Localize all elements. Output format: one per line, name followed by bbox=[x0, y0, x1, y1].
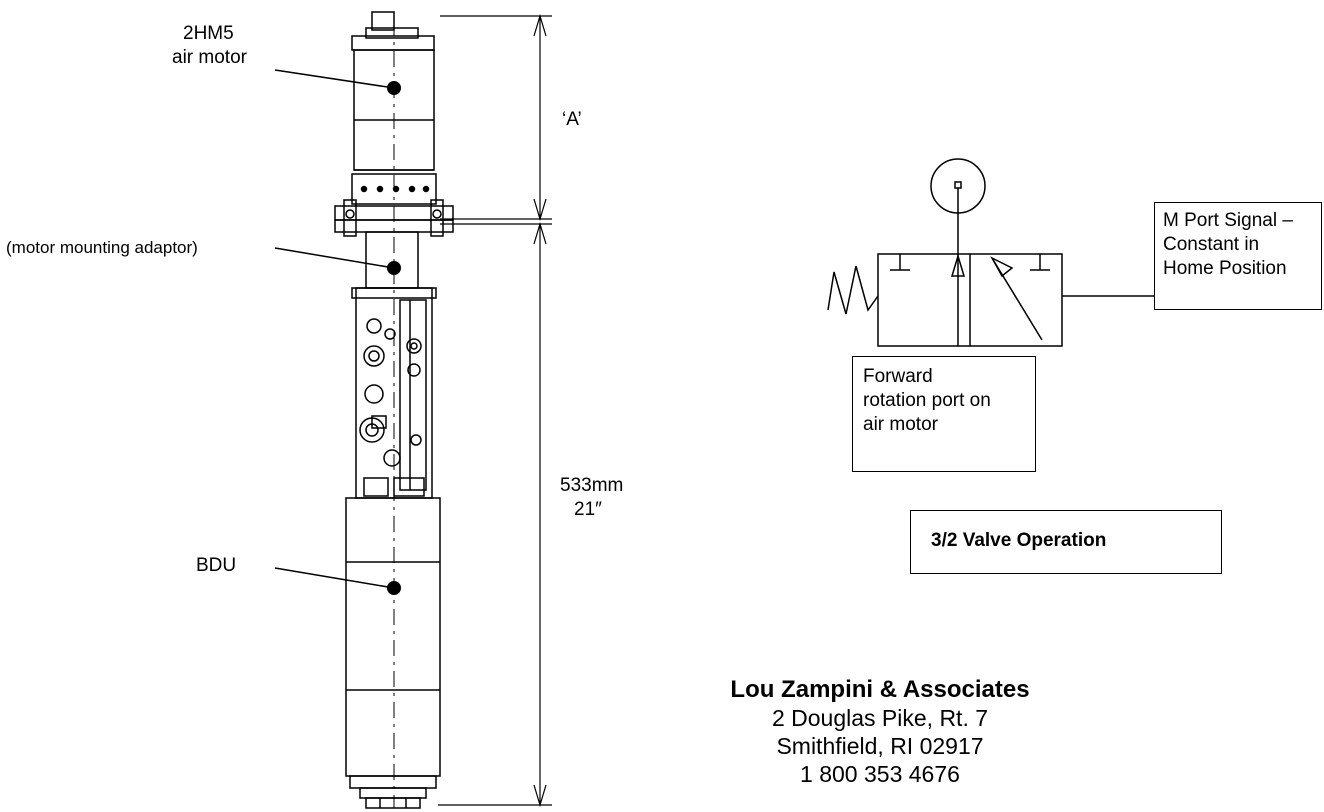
dimension-mm-label: 533mm bbox=[560, 475, 624, 496]
adaptor-label: (motor mounting adaptor) bbox=[6, 238, 198, 257]
m-port-signal-text: M Port Signal – Constant in Home Positio… bbox=[1163, 210, 1293, 279]
company-address-line2: Smithfield, RI 02917 bbox=[776, 733, 984, 759]
company-address-line1: 2 Douglas Pike, Rt. 7 bbox=[771, 705, 989, 731]
company-name: Lou Zampini & Associates bbox=[730, 676, 1030, 703]
company-block: Lou Zampini & Associates 2 Douglas Pike,… bbox=[690, 676, 1070, 788]
leader-lines bbox=[274, 69, 401, 595]
m-port-signal-box: M Port Signal – Constant in Home Positio… bbox=[1154, 202, 1322, 310]
bdu-label: BDU bbox=[196, 555, 237, 576]
motor-name-label: air motor bbox=[172, 47, 247, 68]
dimension-a-label: ‘A’ bbox=[562, 109, 582, 130]
forward-rotation-text: Forward rotation port on air motor bbox=[863, 366, 991, 435]
valve-symbol bbox=[827, 158, 1154, 347]
dimension-lines bbox=[438, 13, 552, 808]
forward-rotation-box: Forward rotation port on air motor bbox=[852, 356, 1036, 472]
valve-caption-box: 3/2 Valve Operation bbox=[910, 510, 1222, 574]
motor-model-label: 2HM5 bbox=[183, 23, 234, 44]
valve-caption: 3/2 Valve Operation bbox=[931, 530, 1107, 551]
company-phone: 1 800 353 4676 bbox=[800, 761, 960, 787]
dimension-inch-label: 21″ bbox=[574, 499, 602, 520]
tool-assembly bbox=[334, 11, 454, 809]
